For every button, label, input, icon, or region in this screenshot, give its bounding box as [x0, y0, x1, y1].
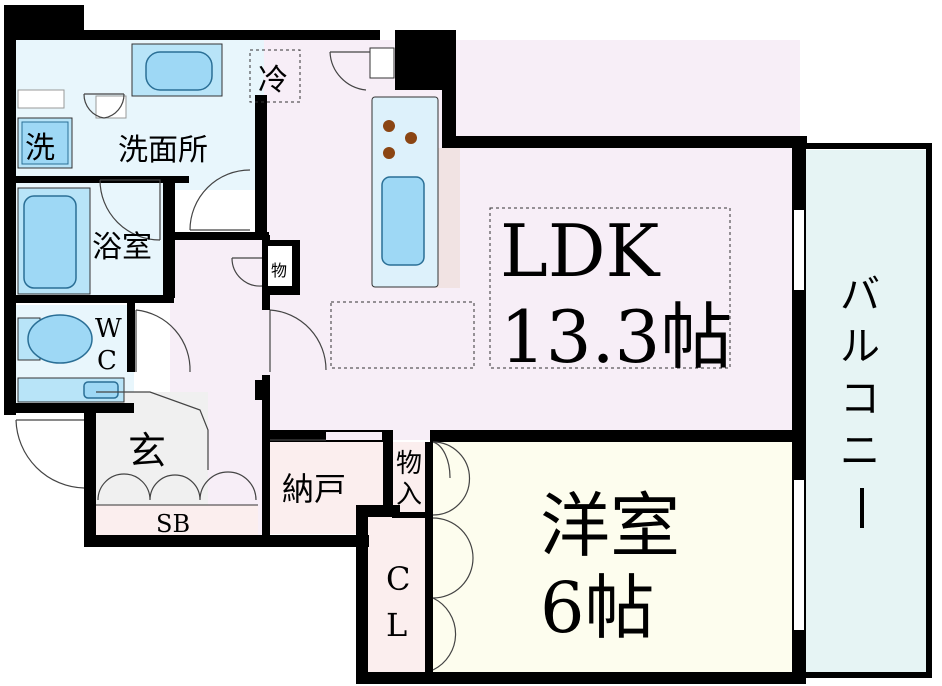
stove-burner-1 — [383, 120, 395, 132]
wall-storage-divider — [392, 512, 432, 518]
wall-closet-top — [360, 505, 400, 517]
storage-floor — [392, 442, 430, 517]
toilet-bowl — [27, 314, 93, 364]
washer-inner — [21, 121, 69, 165]
stove-burner-2 — [405, 132, 417, 144]
door-closet-1 — [432, 441, 471, 516]
kitchen-sink — [381, 176, 425, 266]
stove-burner-3 — [383, 147, 395, 159]
wall-closet-right — [425, 442, 433, 672]
doors — [15, 51, 474, 671]
wall-balcony-bottom — [800, 672, 932, 678]
balcony-floor — [805, 150, 927, 673]
wall-washroom-right — [255, 95, 267, 235]
wall-wc-bottom — [4, 403, 134, 413]
entrance-label: 玄 — [128, 429, 166, 473]
wall-kitchen-right — [442, 30, 456, 140]
storeroom-label: 納戸 — [282, 470, 346, 508]
step-line — [96, 391, 209, 470]
wall-left-entry — [84, 405, 96, 547]
small-storage-label: 物 — [271, 261, 287, 280]
ldk-window-gap-2 — [794, 480, 804, 630]
balcony-char-5-text: ー — [840, 529, 841, 531]
wall-wc-right — [127, 300, 135, 372]
balcony-label: バ ル コ ニ ー — [840, 272, 880, 531]
western-room-name: 洋室 — [540, 485, 680, 567]
fixtures — [17, 43, 731, 403]
ldk-size: 13.3帖 — [500, 295, 732, 379]
storage-label-1: 物 — [396, 449, 422, 479]
door-washroom-top — [83, 93, 125, 119]
western-room-floor — [432, 440, 800, 680]
ldk-name: LDK — [500, 209, 661, 293]
ldk-window-gap-1 — [794, 210, 804, 290]
wall-bath-right — [163, 176, 175, 298]
door-wc — [135, 309, 191, 373]
closet-floor — [367, 517, 427, 677]
dining-table-area — [330, 301, 475, 369]
wc-sink — [83, 381, 119, 399]
shoebox-label: SB — [156, 510, 190, 538]
bathtub-inner — [23, 195, 77, 289]
wall-hall-top — [174, 232, 269, 240]
door-bath — [99, 179, 161, 241]
inner-partitions — [268, 148, 804, 630]
ldk-label-area — [489, 207, 731, 369]
balcony-char-1: バ — [840, 272, 880, 318]
door-small-storage — [231, 257, 263, 287]
fridge-space — [249, 49, 301, 103]
wc-w-label: W — [95, 314, 122, 344]
wall-hall-right-lower — [262, 375, 270, 535]
door-closet-3 — [432, 597, 457, 671]
door-closet-2 — [432, 517, 474, 599]
bath-label: 浴室 — [92, 230, 152, 265]
door-entrance — [15, 419, 85, 489]
door-washroom — [189, 169, 251, 231]
washroom-label: 洗面所 — [118, 133, 208, 168]
closet-l-label: L — [386, 606, 407, 644]
wall-bottom-western — [356, 672, 806, 684]
door-ldk — [269, 309, 327, 372]
wall-ldk-bottom-right — [430, 430, 806, 442]
door-shoebox — [97, 471, 257, 501]
balcony-char-2: ル — [840, 324, 880, 370]
wall-entry-inner — [255, 380, 267, 400]
wall-storeroom-right — [383, 430, 393, 512]
washroom-strip — [17, 89, 65, 109]
fridge-label: 冷 — [258, 63, 288, 98]
wall-ldk-top — [442, 136, 807, 148]
western-room-size: 6帖 — [540, 567, 655, 649]
wall-bath-bottom — [14, 295, 174, 303]
wall-bottom-entry — [84, 535, 369, 547]
wc-entry-strip — [95, 95, 127, 119]
wall-balcony-right — [926, 143, 932, 675]
wc-c-label: C — [97, 346, 117, 376]
washer-label: 洗 — [25, 131, 55, 166]
ldk-inner-door-gap — [326, 432, 382, 440]
door-kitchen-top — [329, 51, 370, 91]
kitchen-counter-edge — [436, 148, 460, 288]
wall-top-left-corner — [4, 5, 84, 40]
wall-left-wc — [4, 300, 16, 415]
closet-c-label: C — [386, 560, 410, 598]
balcony-char-5: ー — [840, 488, 864, 531]
labels: LDK 13.3帖 洋室 6帖 洗面所 浴室 W C 玄 SB 納戸 C L 物… — [25, 63, 880, 649]
shoebox-floor — [96, 505, 258, 537]
wall-left-closet — [356, 505, 368, 684]
storage-label-2: 入 — [396, 480, 422, 510]
balcony-char-3: コ — [840, 376, 880, 422]
wall-top-washroom — [80, 30, 380, 40]
wall-balcony-top — [800, 143, 930, 149]
washbasin-bowl — [145, 51, 213, 91]
storage-box-inner — [268, 246, 292, 286]
balcony-char-4: ニ — [840, 428, 880, 474]
top-right-box — [369, 47, 395, 79]
wall-left-top — [4, 5, 16, 305]
ldk-floor — [262, 40, 800, 440]
